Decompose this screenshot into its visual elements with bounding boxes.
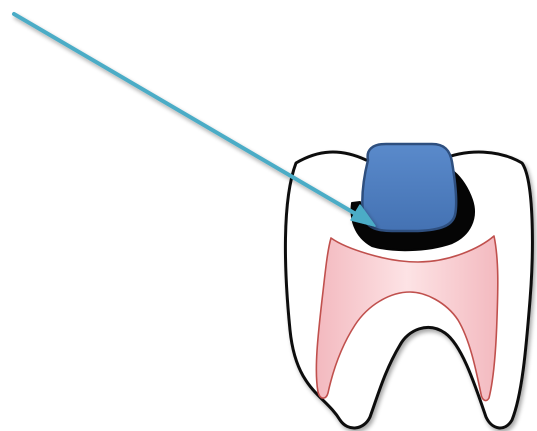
arrow-shaft [14, 14, 361, 217]
restoration-filling [362, 144, 456, 231]
pointer-arrow [14, 14, 375, 226]
